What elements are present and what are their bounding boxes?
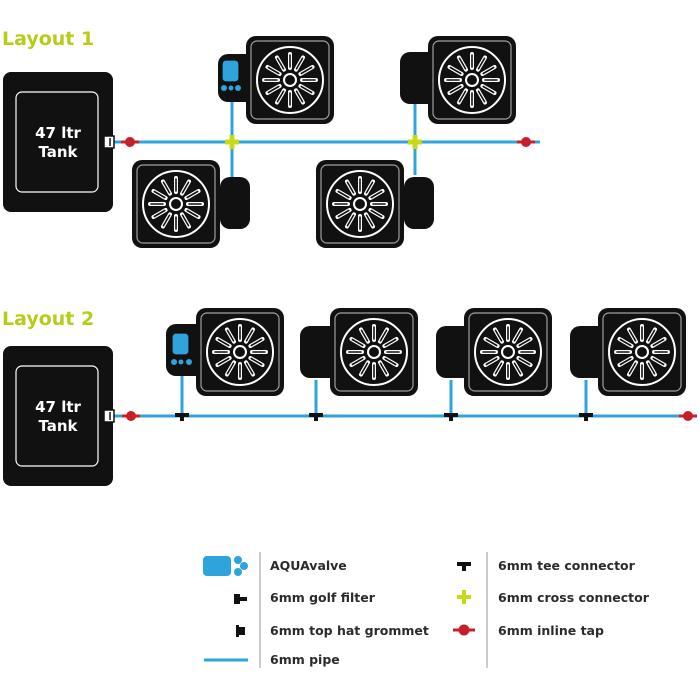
aquavalve-icon [171,332,192,365]
pot [300,308,418,396]
pot [436,308,552,396]
inline-tap-icon [120,409,142,423]
golf-filter-icon [103,409,115,423]
tee-connector-legend-icon [457,562,471,571]
aquavalve-legend-icon [203,556,248,576]
aquavalve-icon [221,59,241,91]
inline-tap-icon [677,409,699,423]
cross-connector-icon [225,135,239,149]
legend-cross-connector-label: 6mm cross connector [498,590,649,605]
tee-connector-icon [309,413,323,421]
pot [400,36,516,124]
tank-label: 47 ltr Tank [18,398,98,436]
tank-name: Tank [38,417,78,435]
inline-tap-icon [515,135,537,149]
pot [570,308,686,396]
legend [203,552,488,668]
tank-label: 47 ltr Tank [18,124,98,162]
top-hat-grommet-legend-icon [236,625,245,637]
pot [316,160,434,248]
cross-connector-legend-icon [457,590,471,604]
legend-top-hat-grommet-label: 6mm top hat grommet [270,623,429,638]
pot [132,160,250,248]
legend-pipe-label: 6mm pipe [270,652,340,667]
legend-aquavalve-label: AQUAvalve [270,558,347,573]
tank [3,346,113,486]
tee-connector-icon [175,413,189,421]
golf-filter-icon [103,135,115,149]
layout-2-title: Layout 2 [2,308,95,330]
layout-2 [3,308,699,486]
legend-tee-connector-label: 6mm tee connector [498,558,635,573]
tee-connector-icon [579,413,593,421]
cross-connector-icon [408,135,422,149]
golf-filter-legend-icon [234,594,247,604]
legend-inline-tap-label: 6mm inline tap [498,623,604,638]
tank-capacity: 47 ltr [35,398,81,416]
tank-capacity: 47 ltr [35,124,81,142]
tee-connector-icon [444,413,458,421]
tank [3,72,113,212]
inline-tap-legend-icon [453,624,475,636]
layout-1-title: Layout 1 [2,28,95,50]
tank-name: Tank [38,143,78,161]
legend-golf-filter-label: 6mm golf filter [270,590,375,605]
inline-tap-icon [119,135,141,149]
layout-1 [3,36,540,248]
